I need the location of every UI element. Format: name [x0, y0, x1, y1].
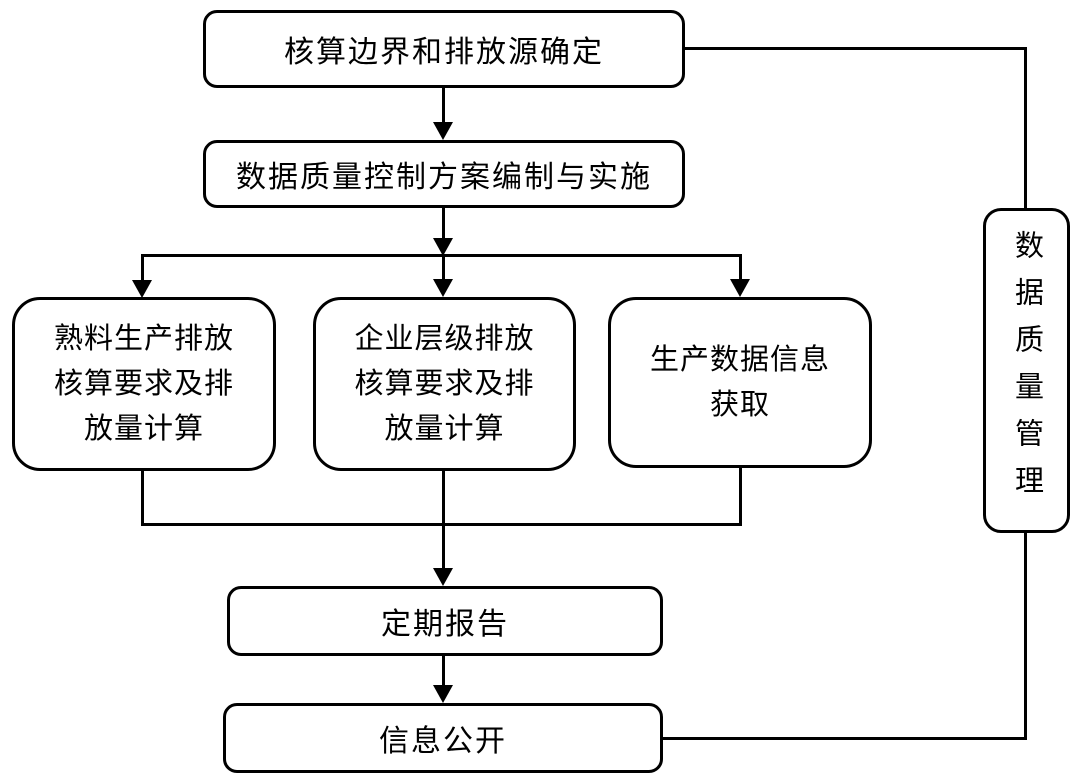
node-periodic-report-label: 定期报告 — [381, 608, 509, 641]
node-clinker-emission: 熟料生产排放 核算要求及排 放量计算 — [12, 297, 276, 471]
node-data-quality-management-label: 数据质量管理 — [1010, 229, 1043, 512]
arrowhead-branch-clinker — [132, 280, 152, 298]
node-clinker-emission-label: 熟料生产排放 核算要求及排 放量计算 — [53, 322, 234, 445]
connector-branch-enterprise — [442, 255, 445, 281]
connector-top-quality-v — [1024, 47, 1027, 210]
connector-top-plan — [442, 88, 445, 124]
connector-branch-clinker — [141, 255, 144, 282]
node-quality-control-plan: 数据质量控制方案编制与实施 — [203, 140, 685, 208]
arrowhead-branch-production — [730, 279, 750, 297]
connector-collector-report — [442, 469, 445, 570]
node-production-data: 生产数据信息 获取 — [608, 297, 872, 468]
node-information-disclosure-label: 信息公开 — [379, 725, 507, 758]
node-enterprise-emission-label: 企业层级排放 核算要求及排 放量计算 — [354, 322, 535, 445]
node-accounting-boundary: 核算边界和排放源确定 — [203, 10, 685, 88]
node-production-data-label: 生产数据信息 获取 — [649, 343, 830, 421]
node-periodic-report: 定期报告 — [227, 586, 663, 656]
collector-line — [141, 523, 742, 526]
node-information-disclosure: 信息公开 — [223, 703, 663, 773]
arrowhead-collector-report — [433, 568, 453, 586]
arrowhead-top-plan — [433, 122, 453, 140]
connector-quality-disclosure-h — [661, 737, 1027, 740]
node-data-quality-management: 数据质量管理 — [983, 208, 1070, 533]
branch-line — [141, 254, 742, 257]
arrowhead-plan-branch — [433, 238, 453, 256]
connector-production-collector — [739, 466, 742, 526]
connector-plan-branch — [442, 208, 445, 240]
connector-quality-disclosure-v — [1024, 531, 1027, 740]
connector-branch-production — [739, 255, 742, 281]
arrowhead-report-disclosure — [433, 685, 453, 703]
node-quality-control-plan-label: 数据质量控制方案编制与实施 — [236, 161, 652, 194]
node-enterprise-emission: 企业层级排放 核算要求及排 放量计算 — [313, 297, 576, 471]
connector-report-disclosure — [442, 654, 445, 687]
connector-top-quality-h — [683, 47, 1027, 50]
node-accounting-boundary-label: 核算边界和排放源确定 — [284, 36, 604, 69]
connector-clinker-collector — [141, 469, 144, 526]
arrowhead-branch-enterprise — [433, 279, 453, 297]
